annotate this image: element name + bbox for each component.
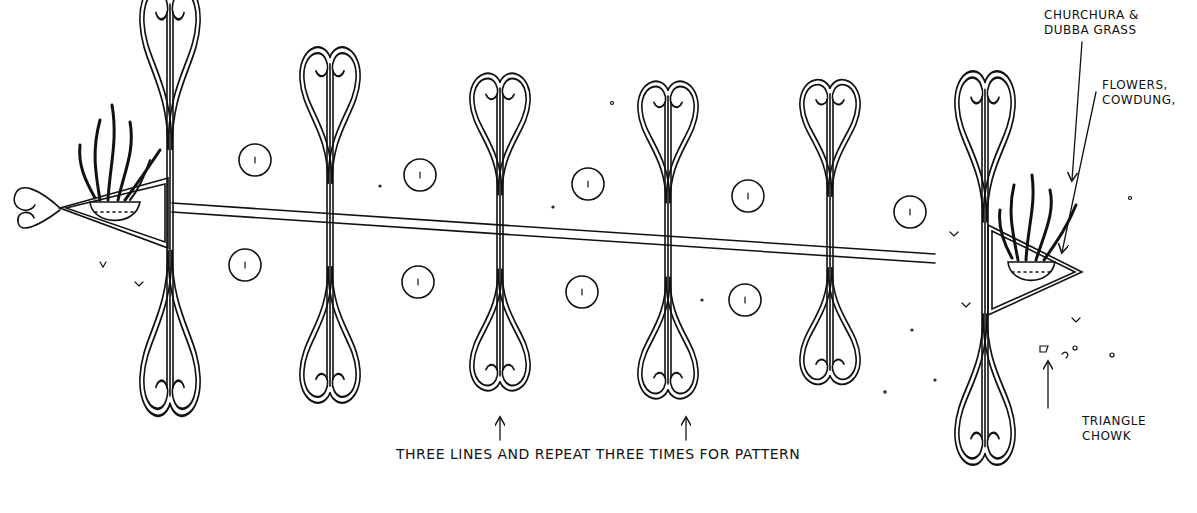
spiral-motif (140, 0, 200, 416)
circle-dot (894, 196, 926, 228)
flower-marks (100, 102, 1132, 394)
circle-dot (732, 180, 764, 212)
spiral-motif (470, 73, 530, 390)
circle-dot (572, 168, 604, 200)
circle-dot (402, 266, 434, 298)
grass-pot (1000, 175, 1077, 280)
spiral-motif (638, 81, 698, 398)
annotation-label: TRIANGLE CHOWK (1082, 414, 1174, 444)
circle-dot (404, 159, 436, 191)
circle-dot (566, 276, 598, 308)
spiral-motif (955, 71, 1015, 465)
leader-arrow (500, 42, 1096, 440)
band-line (172, 203, 935, 254)
annotation-label: THREE LINES AND REPEAT THREE TIMES FOR P… (396, 446, 916, 464)
circle-dot (239, 144, 271, 176)
spiral-motif (300, 47, 360, 403)
annotation-label: CHURCHURA & DUBBA GRASS (1044, 8, 1156, 38)
band-line (172, 212, 935, 263)
annotation-label: FLOWERS, COWDUNG, (1102, 78, 1188, 108)
spiral-motif (800, 80, 860, 385)
circle-dot (229, 249, 261, 281)
circle-dot (729, 284, 761, 316)
grass-pot (80, 105, 160, 220)
